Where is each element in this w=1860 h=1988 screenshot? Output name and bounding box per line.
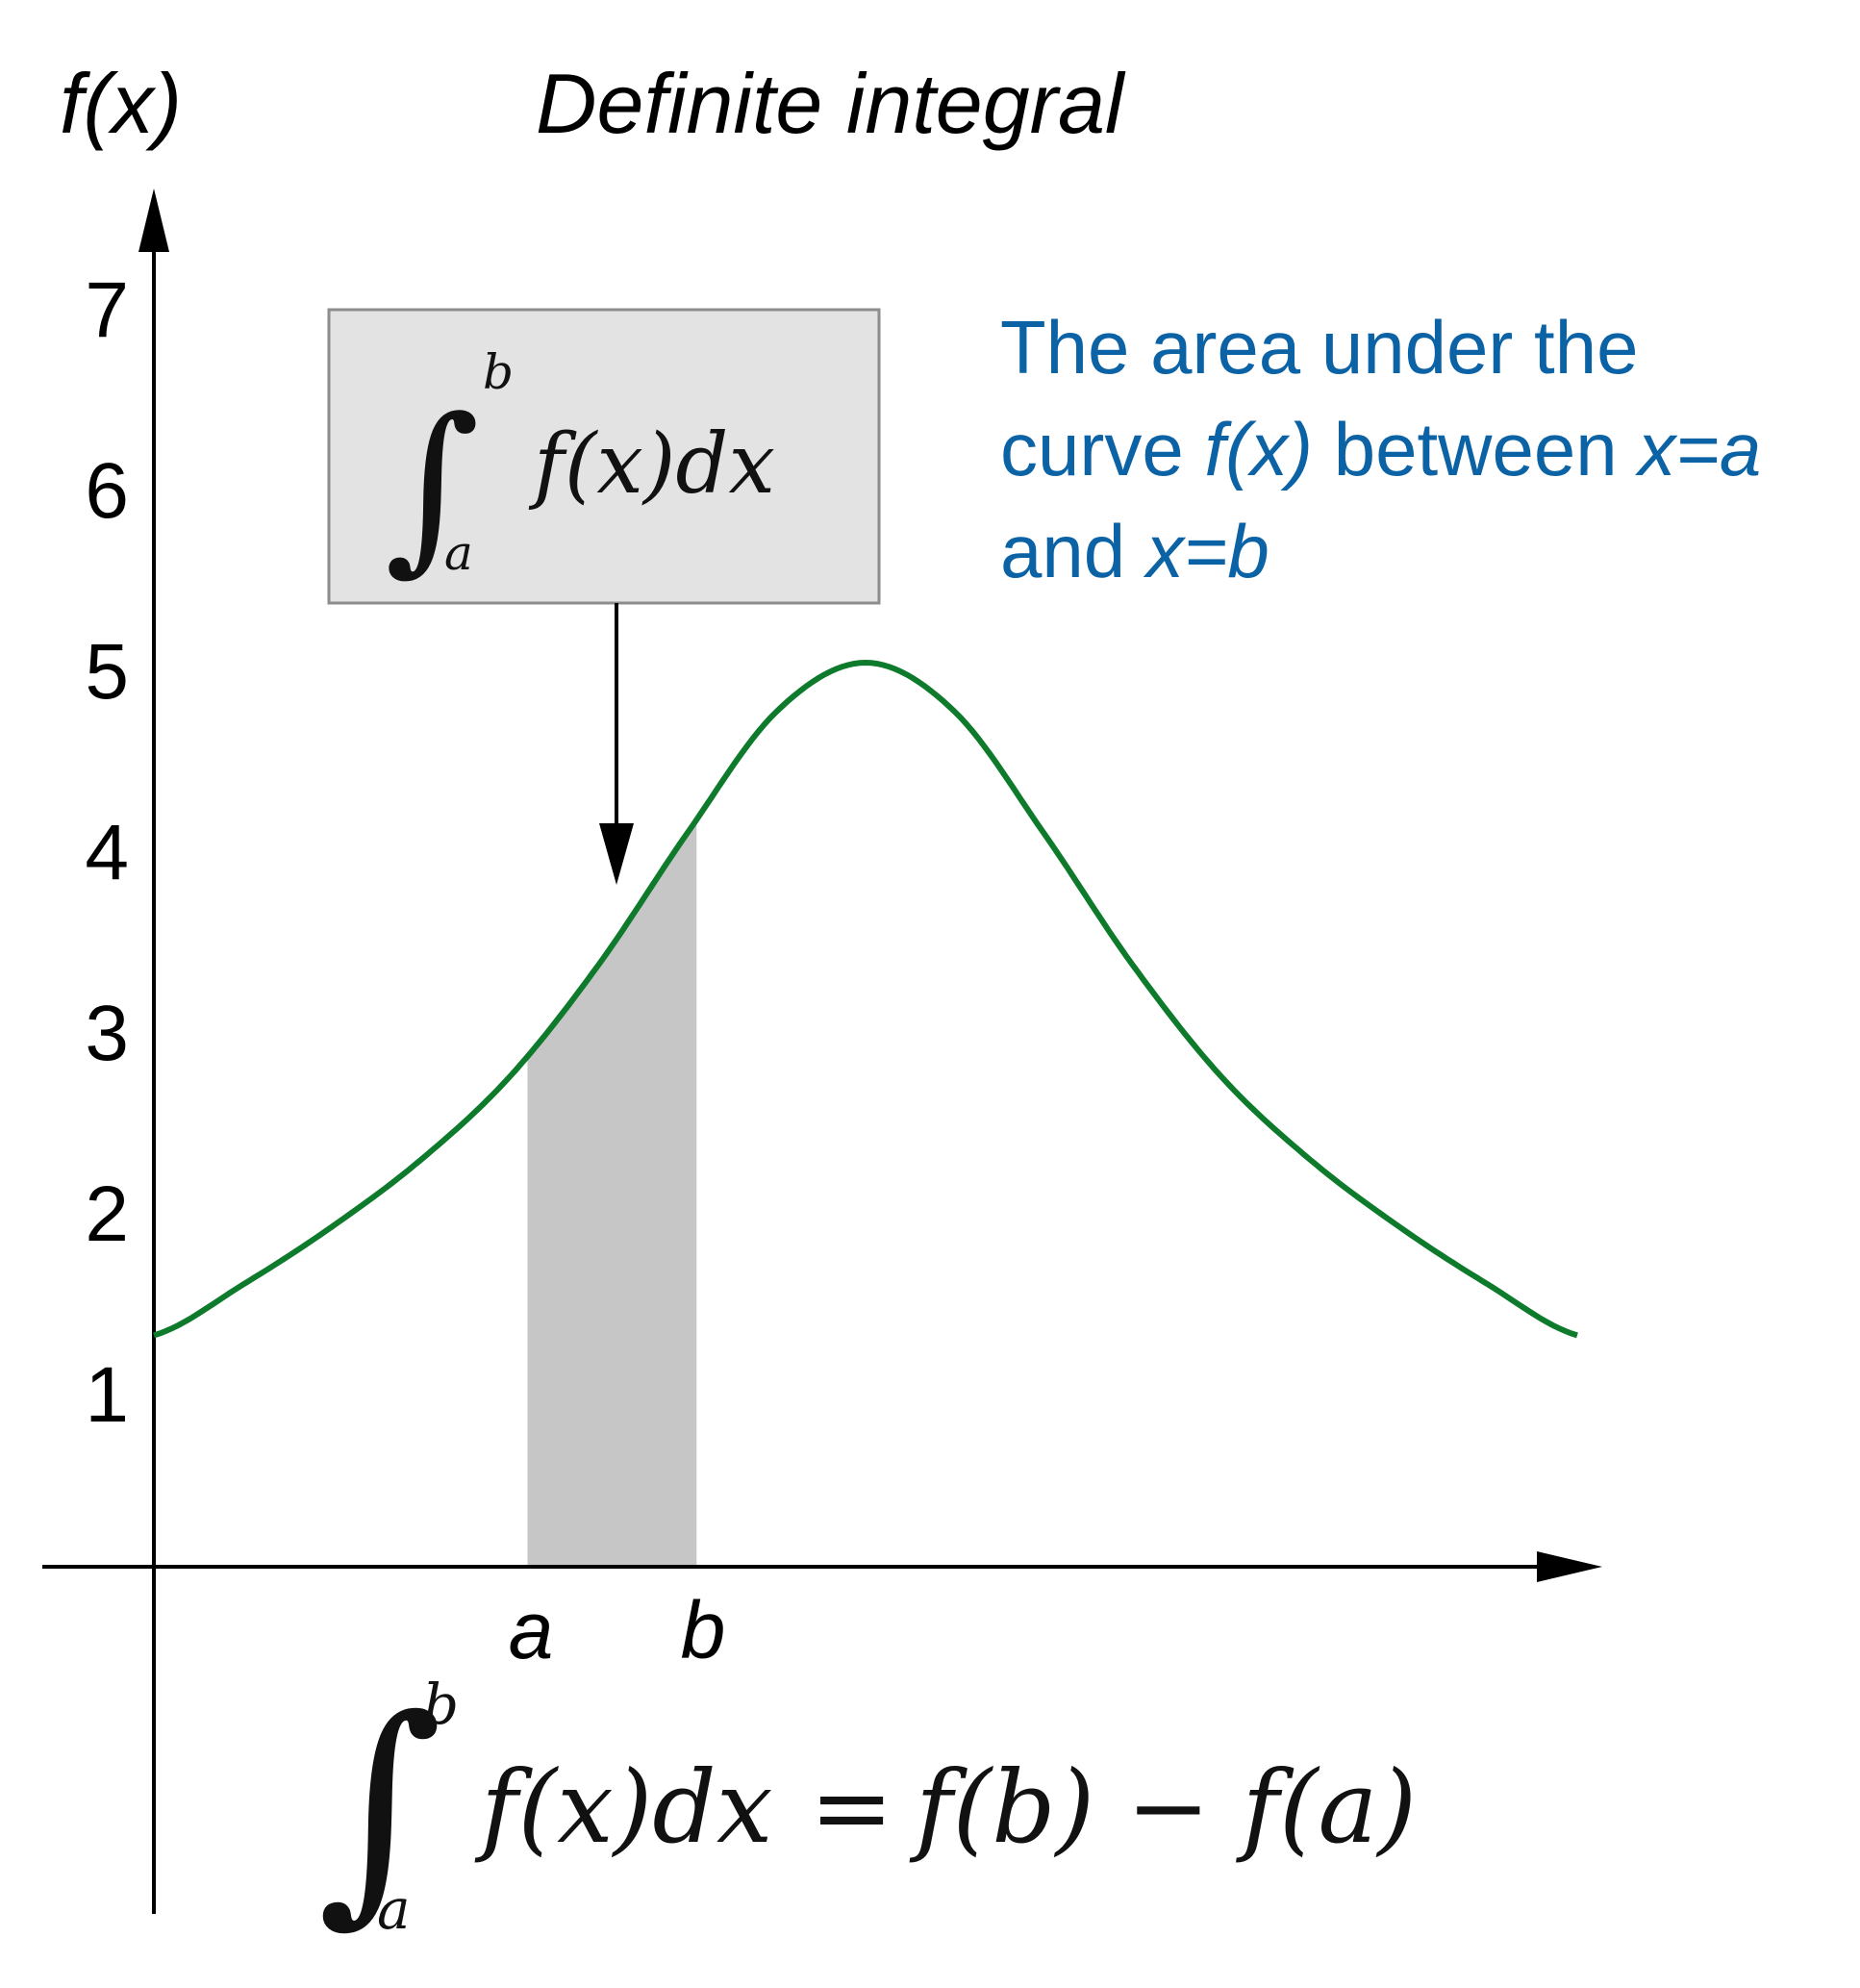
y-tick-label: 6 [85,447,129,535]
callout-arrowhead [599,823,634,885]
y-tick-label: 2 [85,1170,129,1258]
formula-lower-limit: a [377,1876,411,1942]
diagram-title: Definite integral [536,56,1126,151]
formula-lhs: f(x)dx [474,1749,773,1866]
formula-rhs: f(b) − f(a) [909,1749,1417,1866]
description-line-3: and x=b [1000,509,1269,593]
y-tick-label: 5 [85,628,129,716]
callout-box [327,308,881,605]
y-axis-arrowhead [138,189,169,252]
y-tick-label: 3 [85,990,129,1077]
description-line-2: curve f(x) between x=a [1000,407,1761,491]
y-tick-label: 7 [85,266,129,354]
y-axis-label: f(x) [60,56,182,151]
formula-integral-sign: ∫ [317,1667,442,1947]
shaded-area [527,819,697,1567]
callout-upper-limit: b [483,344,514,400]
callout-integral-sign: ∫ [385,379,480,591]
y-tick-label: 1 [85,1351,129,1439]
x-mark-b: b [681,1585,726,1675]
x-mark-a: a [509,1585,554,1675]
x-axis-arrowhead [1537,1551,1602,1582]
formula-equals: = [810,1749,893,1866]
callout-integrand: f(x)dx [528,416,775,513]
function-curve [153,659,1578,1339]
description-line-1: The area under the [1000,305,1638,390]
formula-upper-limit: b [423,1672,459,1737]
y-tick-label: 4 [85,809,129,896]
callout-lower-limit: a [444,525,473,581]
